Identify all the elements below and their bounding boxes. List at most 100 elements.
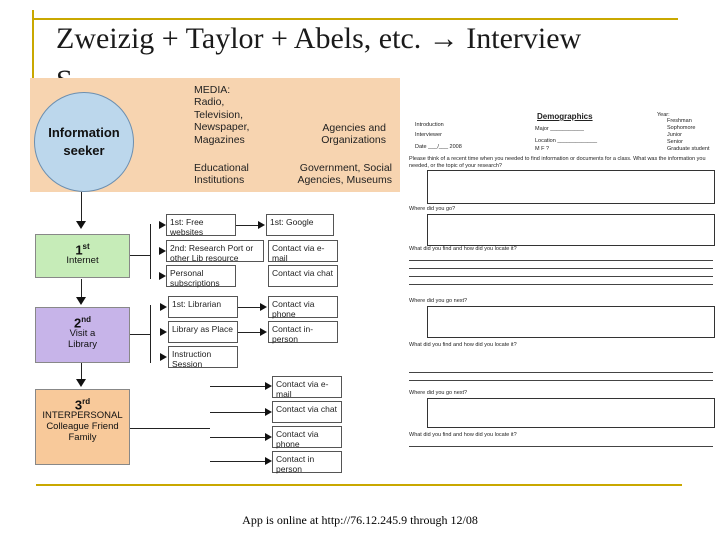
media-item: Newspaper, — [194, 121, 250, 134]
educational-line: Institutions — [194, 174, 245, 187]
form-answer-line — [409, 276, 713, 277]
media-list: MEDIA: Radio, Television, Newspaper, Mag… — [194, 84, 249, 146]
left-rule — [32, 10, 34, 80]
flow-arrow-3 — [76, 379, 86, 387]
arrow-interp-3 — [265, 433, 272, 441]
arrow-google — [258, 221, 265, 229]
stage-suffix: nd — [81, 315, 91, 324]
internet-box-free-websites: 1st: Free websites — [166, 214, 236, 237]
government-line: Government, Social — [299, 162, 392, 174]
interp-box-phone: Contact via phone — [272, 426, 342, 449]
flow-arrow-1 — [76, 221, 86, 229]
internet-box-subscriptions: Personal subscriptions — [166, 265, 236, 288]
form-answer-line — [409, 446, 713, 447]
form-year-option: Sophomore — [667, 125, 696, 131]
educational-label: Educational Institutions — [194, 162, 249, 187]
stage-number: 3 — [74, 397, 83, 413]
agencies-line: Organizations — [321, 134, 386, 147]
form-year-option: Junior — [667, 132, 682, 138]
form-prompt: Please think of a recent time when you n… — [409, 156, 706, 169]
interp-line-4 — [210, 461, 265, 462]
form-answer-box — [427, 306, 715, 338]
library-box-librarian: 1st: Librarian — [168, 296, 238, 318]
form-answer-line — [409, 380, 713, 381]
form-answer-line — [409, 260, 713, 261]
form-question: What did you find and how did you locate… — [409, 432, 517, 438]
government-line: Agencies, Museums — [297, 174, 392, 187]
form-question: What did you find and how did you locate… — [409, 246, 517, 252]
internet-box-email: Contact via e-mail — [268, 240, 338, 263]
library-connector — [130, 334, 150, 335]
interpersonal-connector — [130, 428, 210, 429]
form-question: Where did you go next? — [409, 390, 468, 396]
library-box-in-person: Contact in-person — [268, 321, 338, 344]
place-to-person — [238, 332, 260, 333]
form-answer-line — [409, 268, 713, 269]
stage-interpersonal: 3rd INTERPERSONAL Colleague Friend Famil… — [35, 389, 130, 465]
agencies-label: Agencies and Organizations — [320, 122, 386, 147]
stage-number: 2 — [73, 315, 82, 331]
form-question: What did you find and how did you locate… — [409, 342, 517, 348]
flow-line-1 — [81, 192, 82, 222]
interp-box-email: Contact via e-mail — [272, 376, 342, 399]
form-answer-line — [409, 372, 713, 373]
agencies-line: Agencies and — [322, 122, 386, 134]
form-answer-box — [427, 170, 715, 204]
arrow-subs — [159, 272, 166, 280]
top-rule — [32, 18, 678, 20]
form-question: Where did you go next? — [409, 298, 468, 304]
stage-label: Internet — [66, 255, 99, 267]
form-year-option: Graduate student — [667, 146, 710, 152]
media-item: Magazines — [194, 133, 245, 146]
form-left-field: Interviewer — [415, 132, 442, 138]
form-mid-field: Major ___________ — [535, 126, 584, 132]
form-heading: Demographics — [537, 112, 593, 121]
interview-form: Demographics Introduction Interviewer Da… — [405, 108, 717, 460]
flow-line-3 — [81, 363, 82, 379]
library-box-place: Library as Place — [168, 321, 238, 343]
government-label: Government, Social Agencies, Museums — [290, 162, 392, 187]
form-mid-field: Location _____________ — [535, 138, 598, 144]
stage-library: 2nd Visit a Library — [35, 307, 130, 363]
media-item: Television, — [194, 108, 244, 121]
stage-internet: 1st Internet — [35, 234, 130, 278]
form-year-option: Freshman — [667, 118, 692, 124]
stage-suffix: st — [82, 242, 90, 251]
flow-arrow-2 — [76, 297, 86, 305]
arrow-place — [160, 328, 167, 336]
arrow-phone — [260, 303, 267, 311]
internet-connector — [130, 255, 150, 256]
stage-label: Visit a Library — [67, 328, 98, 351]
free-to-google — [236, 225, 258, 226]
form-answer-line — [409, 284, 713, 285]
media-item: Radio, — [194, 96, 225, 109]
arrow-librarian — [160, 303, 167, 311]
slide-title-continuation: S — [56, 64, 73, 80]
information-seeker-circle: Information seeker — [34, 92, 134, 192]
stage-number: 1 — [75, 242, 83, 258]
library-spine — [150, 305, 151, 363]
form-question: Where did you go? — [409, 206, 456, 212]
arrow-interp-2 — [265, 408, 272, 416]
interp-line-2 — [210, 412, 265, 413]
form-year-option: Senior — [667, 139, 683, 145]
arrow-person — [260, 328, 267, 336]
interp-box-in-person: Contact in person — [272, 451, 342, 474]
arrow-interp-4 — [265, 457, 272, 465]
interp-box-chat: Contact via chat — [272, 401, 342, 423]
footer-note: App is online at http://76.12.245.9 thro… — [242, 513, 478, 527]
internet-box-chat: Contact via chat — [268, 265, 338, 287]
media-heading: MEDIA: — [194, 84, 231, 96]
internet-spine — [150, 224, 151, 279]
slide-title: Zweizig + Taylor + Abels, etc. → Intervi… — [56, 22, 582, 55]
librarian-to-phone — [238, 307, 260, 308]
form-year-label: Year: — [657, 112, 670, 118]
arrow-research — [159, 247, 166, 255]
form-answer-box — [427, 214, 715, 246]
arrow-instruction — [160, 353, 167, 361]
form-answer-box — [427, 398, 715, 428]
bottom-rule — [36, 484, 682, 486]
seeker-label: Information seeker — [48, 125, 120, 158]
arrow-interp-1 — [265, 382, 272, 390]
stage-suffix: rd — [82, 397, 91, 406]
